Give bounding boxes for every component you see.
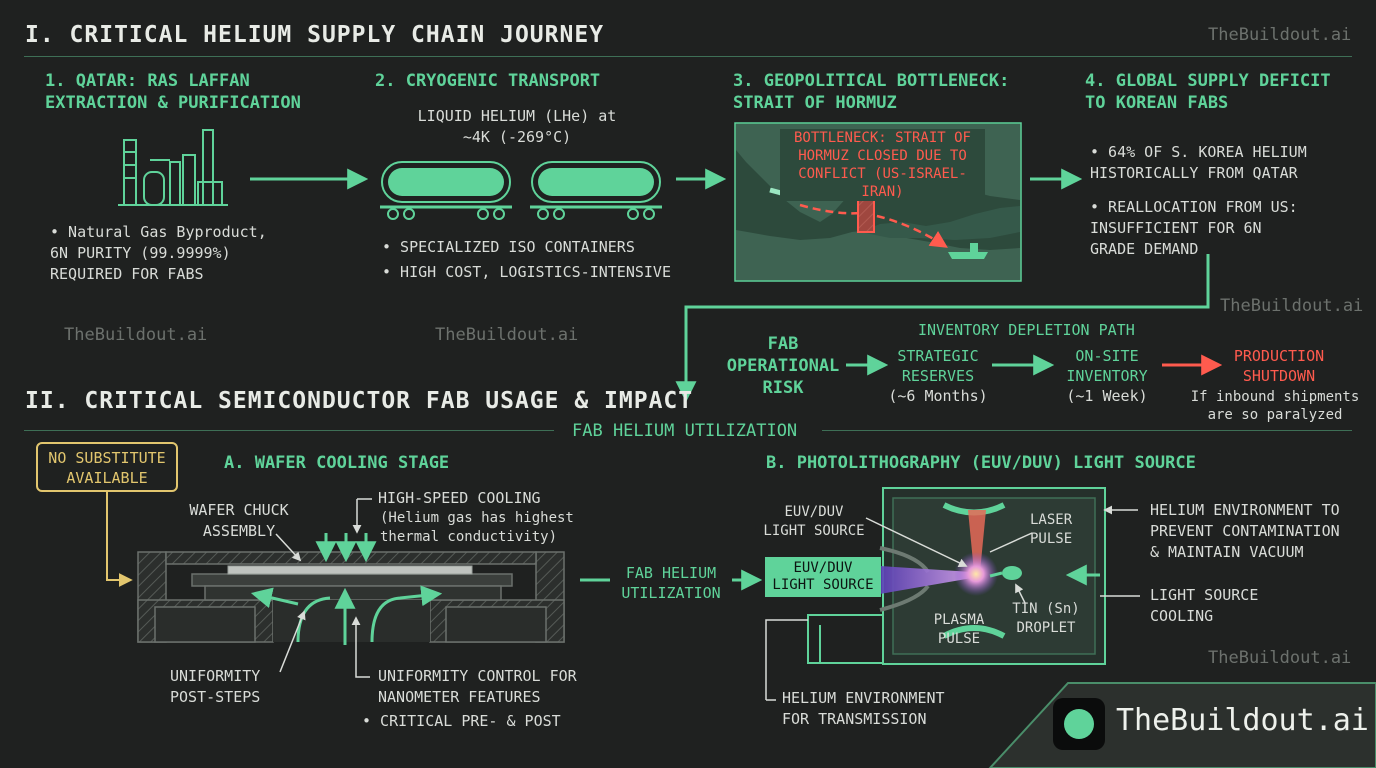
- watermark: TheBuildout.ai: [1208, 648, 1352, 668]
- step4-bullet2: • REALLOCATION FROM US: INSUFFICIENT FOR…: [1090, 198, 1298, 258]
- no-substitute-badge: NO SUBSTITUTE AVAILABLE: [36, 442, 178, 492]
- strategic-time: (~6 Months): [888, 387, 988, 405]
- step3-heading: 3. GEOPOLITICAL BOTTLENECK: STRAIT OF HO…: [733, 71, 1010, 113]
- step1-bullet: • Natural Gas Byproduct, 6N PURITY (99.9…: [50, 223, 267, 283]
- euv-light-source-box: EUV/DUV LIGHT SOURCE: [765, 557, 881, 597]
- helium-contamination-label: HELIUM ENVIRONMENT TO PREVENT CONTAMINAT…: [1150, 501, 1340, 561]
- section2-divider-left: [24, 430, 554, 431]
- tanker-car-icon: [380, 161, 512, 220]
- critical-bullet: • CRITICAL PRE- & POST: [362, 712, 561, 730]
- section2-title: II. CRITICAL SEMICONDUCTOR FAB USAGE & I…: [25, 388, 694, 414]
- brand-logo-icon: [1053, 698, 1105, 750]
- production-shutdown: PRODUCTION SHUTDOWN: [1233, 347, 1325, 385]
- wafer-chuck-diagram: [137, 551, 565, 645]
- tanker-car-icon: [530, 161, 662, 220]
- bottleneck-label: BOTTLENECK: STRAIT OF HORMUZ CLOSED DUE …: [780, 129, 985, 201]
- brand-name: TheBuildout.ai: [1116, 703, 1369, 738]
- watermark: TheBuildout.ai: [64, 325, 208, 345]
- utilization-header: FAB HELIUM UTILIZATION: [572, 421, 798, 441]
- brand-dot-icon: [1064, 709, 1094, 739]
- step1-heading: 1. QATAR: RAS LAFFAN EXTRACTION & PURIFI…: [45, 71, 301, 113]
- step2-bullet1: • SPECIALIZED ISO CONTAINERS: [382, 238, 635, 256]
- refinery-icon: [118, 129, 228, 206]
- no-substitute-arrow: [106, 492, 133, 587]
- center-utilization-label: FAB HELIUM UTILIZATION: [621, 564, 721, 602]
- laser-pulse-label: LASER PULSE: [1030, 512, 1073, 547]
- cooling-title: HIGH-SPEED COOLING: [378, 489, 541, 507]
- section1-divider: [24, 56, 1352, 57]
- step2-subtitle: LIQUID HELIUM (LHe) at ~4K (-269°C): [417, 107, 617, 146]
- fab-risk-label: FAB OPERATIONAL RISK: [726, 334, 840, 398]
- stageA-heading: A. WAFER COOLING STAGE: [224, 453, 450, 473]
- inventory-path-title: INVENTORY DEPLETION PATH: [918, 321, 1135, 339]
- cargo-ship-icon: [948, 243, 988, 259]
- watermark: TheBuildout.ai: [435, 325, 579, 345]
- euv-source-label: EUV/DUV LIGHT SOURCE: [763, 504, 865, 539]
- onsite-time: (~1 Week): [1066, 387, 1148, 405]
- watermark: TheBuildout.ai: [1208, 25, 1352, 45]
- section1-title: I. CRITICAL HELIUM SUPPLY CHAIN JOURNEY: [25, 22, 605, 48]
- step4-bullet1: • 64% OF S. KOREA HELIUM HISTORICALLY FR…: [1090, 143, 1307, 182]
- plasma-pulse-label: PLASMA PULSE: [933, 612, 985, 647]
- uniformity-label: UNIFORMITY POST-STEPS: [170, 667, 261, 706]
- chuck-label: WAFER CHUCK ASSEMBLY: [189, 501, 289, 540]
- stageB-heading: B. PHOTOLITHOGRAPHY (EUV/DUV) LIGHT SOUR…: [766, 453, 1196, 473]
- step2-bullet2: • HIGH COST, LOGISTICS-INTENSIVE: [382, 263, 671, 281]
- watermark: TheBuildout.ai: [1220, 296, 1364, 316]
- cooling-note: (Helium gas has highest thermal conducti…: [380, 510, 574, 545]
- step4-heading: 4. GLOBAL SUPPLY DEFICIT TO KOREAN FABS: [1085, 71, 1331, 113]
- shutdown-note: If inbound shipments are so paralyzed: [1190, 389, 1360, 423]
- light-source-cooling-label: LIGHT SOURCE COOLING: [1150, 586, 1259, 625]
- strategic-reserves: STRATEGIC RESERVES: [897, 347, 979, 385]
- uniformity-control-label: UNIFORMITY CONTROL FOR NANOMETER FEATURE…: [378, 667, 577, 706]
- onsite-inventory: ON-SITE INVENTORY: [1066, 347, 1148, 385]
- step2-heading: 2. CRYOGENIC TRANSPORT: [375, 71, 601, 91]
- helium-transmission-label: HELIUM ENVIRONMENT FOR TRANSMISSION: [782, 689, 945, 728]
- section2-divider-right: [822, 430, 1352, 431]
- tin-droplet-label: TIN (Sn) DROPLET: [1012, 601, 1080, 636]
